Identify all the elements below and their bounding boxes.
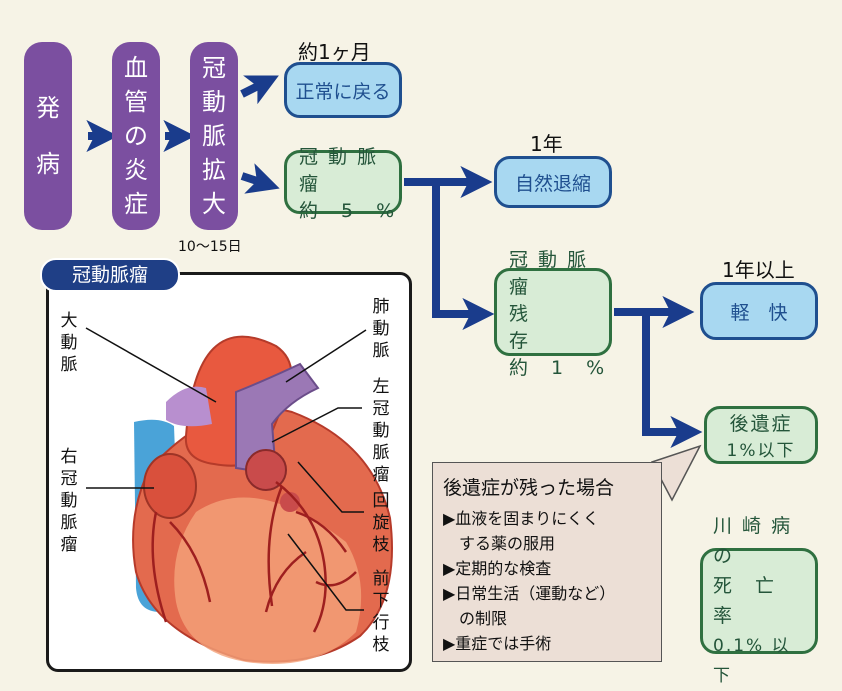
onset-pill: 発病 (24, 42, 72, 230)
heart-panel-tab: 冠動脈瘤 (40, 258, 180, 292)
aneurysm-box: 冠 動 脈 瘤 約 5 % (284, 146, 402, 222)
left-aneurysm-shape (245, 449, 287, 491)
one-month-label: 約1ヶ月 (298, 40, 371, 64)
label-pulmonary: 肺動脈 (372, 297, 390, 361)
note-item: する薬の服用 (443, 534, 556, 553)
leader-anterior (287, 533, 364, 611)
sequelae-box: 後遺症 1%以下 (704, 406, 818, 464)
inflammation-pill: 血管の炎症 (112, 42, 160, 230)
note-item: ▶血液を固まりにくく (443, 509, 599, 528)
dilation-days-label: 10〜15日 (178, 239, 242, 255)
pulmonary-shape (235, 362, 320, 476)
note-item: の制限 (443, 609, 508, 628)
sequelae-note: 後遺症が残った場合 ▶血液を固まりにくく する薬の服用 ▶定期的な検査 ▶日常生… (432, 462, 662, 662)
arrow-to-sequelae (614, 308, 703, 448)
arrow-to-residual (404, 178, 495, 330)
normal-box: 正常に戻る (284, 62, 402, 118)
sequelae-note-title: 後遺症が残った場合 (443, 477, 615, 499)
note-item: ▶重症では手術 (443, 634, 552, 653)
one-year-label: 1年 (530, 132, 563, 156)
leader-aorta (85, 327, 217, 403)
leader-pulmonary (285, 329, 367, 383)
note-item: ▶定期的な検査 (443, 559, 552, 578)
leader-circumflex (297, 461, 364, 513)
heart-illustration (85, 327, 393, 664)
arrow-to-aneurysm (240, 163, 280, 194)
label-right-aneurysm: 右冠動脈瘤 (60, 447, 78, 555)
label-aorta: 大動脈 (60, 311, 78, 375)
dilation-pill: 冠動脈拡大 (190, 42, 238, 230)
leader-left-aneurysm (271, 407, 362, 443)
note-item: ▶日常生活（運動など） (443, 584, 616, 603)
arrow-to-normal (240, 75, 279, 105)
right-aneurysm-shape (143, 453, 197, 519)
label-circumflex: 回旋枝 (372, 491, 390, 555)
label-left-aneurysm: 左冠動脈瘤 (372, 377, 390, 485)
label-anterior: 前下行枝 (372, 569, 390, 655)
over-one-year-label: 1年以上 (722, 258, 795, 282)
residual-box: 冠 動 脈 瘤 残 存 約 1 % (494, 249, 612, 379)
relief-box: 軽 快 (700, 282, 818, 340)
regression-box: 自然退縮 (494, 156, 612, 208)
mortality-box: 川 崎 病 の 死 亡 率 0.1% 以 下 (700, 515, 818, 686)
